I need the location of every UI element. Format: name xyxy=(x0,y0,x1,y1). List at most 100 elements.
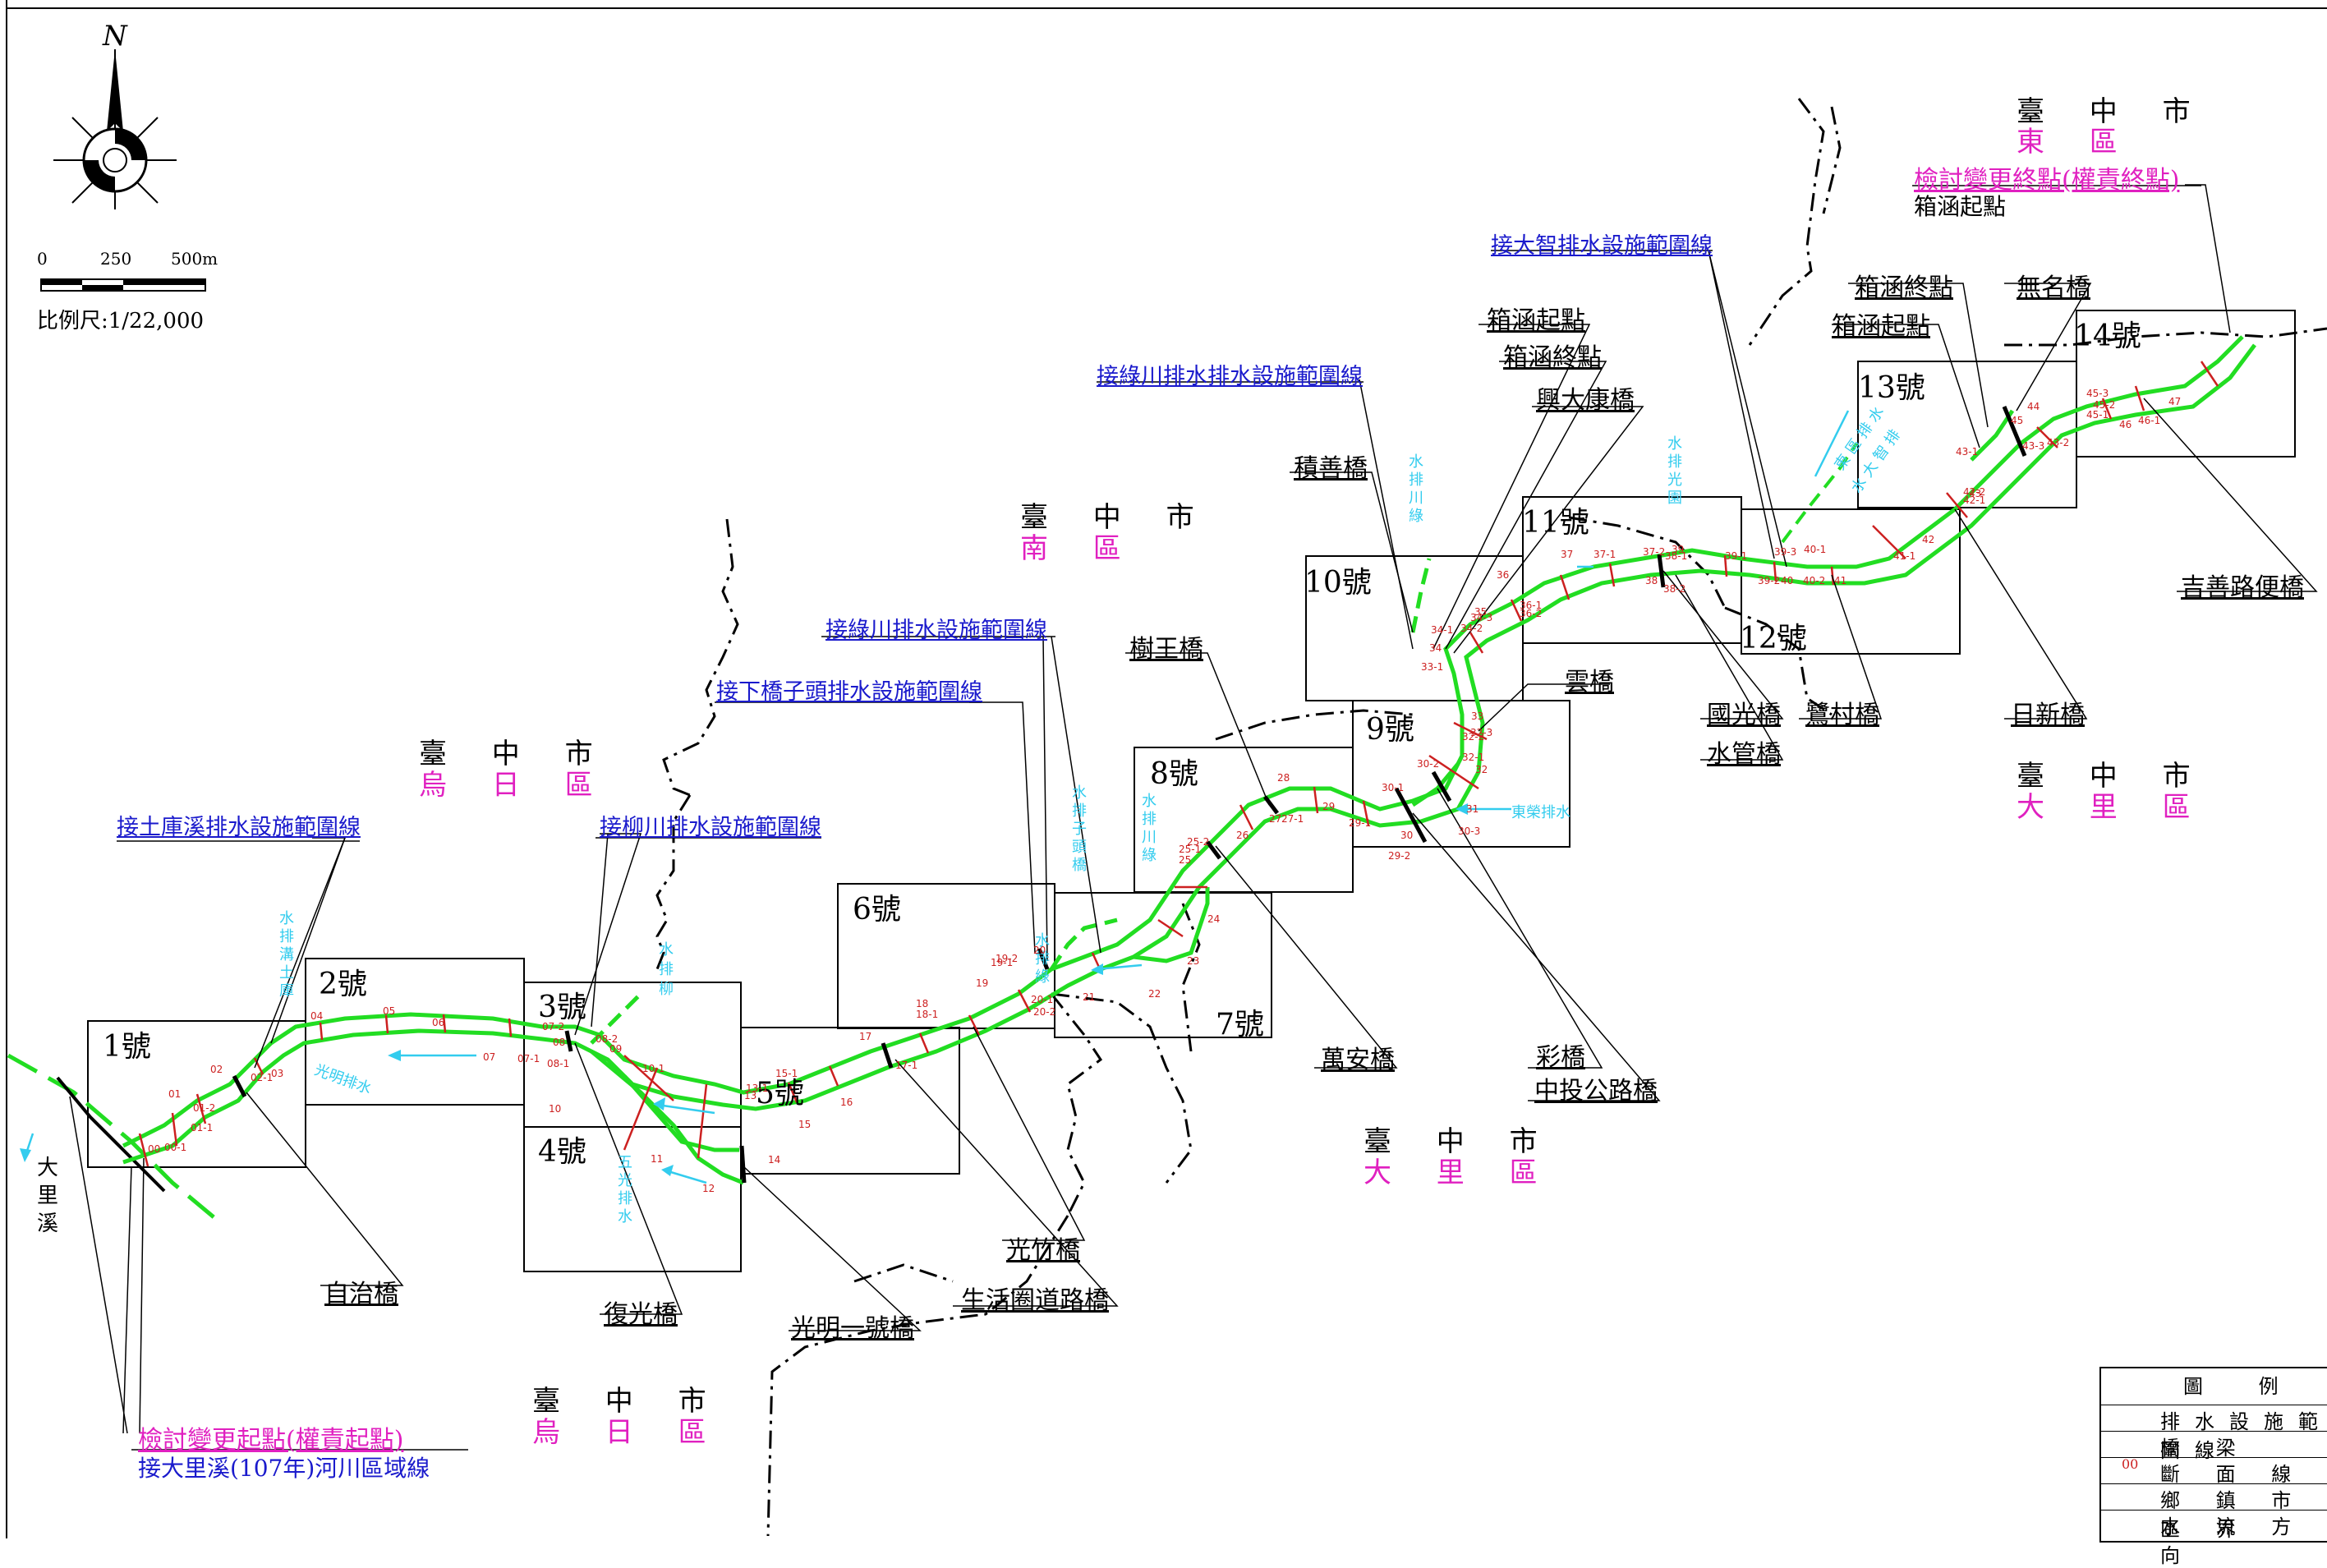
section-label: 42 xyxy=(1922,534,1935,545)
section-line xyxy=(171,1112,178,1147)
section-label: 42-2 xyxy=(1963,486,1986,498)
leader-jishanlu xyxy=(2143,398,2318,592)
section-label: 00-1 xyxy=(164,1142,187,1153)
flow-arrow xyxy=(665,1169,707,1184)
section-line xyxy=(2036,426,2058,448)
section-line xyxy=(1559,574,1570,600)
flow-label-xiaqiao: 水 排 子 頭 橋 xyxy=(1072,784,1087,874)
section-label: 39 xyxy=(1672,544,1685,555)
section-label: 29-1 xyxy=(1349,817,1372,829)
district-name-dali-2: 大 里 區 xyxy=(1364,1156,1556,1189)
leader-guoguang xyxy=(1662,570,1784,720)
leader-xiaqiao xyxy=(969,701,1036,954)
section-line xyxy=(1510,599,1523,622)
leader-zizhi xyxy=(246,1092,404,1286)
leader-box-start xyxy=(1433,324,1591,650)
leader-box-start-2 xyxy=(1832,324,1980,448)
boundary-east-top xyxy=(2004,327,2327,347)
bridge-label-rixin: 日新橋 xyxy=(2011,701,2085,729)
flow-label-tuku: 水 排 溝 土 庫 xyxy=(279,910,294,1000)
bridge-label-wanan: 萬安橋 xyxy=(1321,1046,1395,1074)
section-line xyxy=(442,1014,447,1033)
bridge-label-fuguang: 復光橋 xyxy=(604,1300,678,1329)
river-label-dali: 大里溪 xyxy=(37,1156,59,1236)
section-line xyxy=(1872,525,1906,559)
section-label: 08-1 xyxy=(547,1058,570,1069)
bridge-label-box-end: 箱涵終點 xyxy=(1503,343,1602,372)
flow-label-lvchuan-2: 水 排 川 綠 xyxy=(1409,453,1423,525)
section-label: 43-3 xyxy=(2022,440,2045,452)
legend-item-boundary: 鄉 鎮 市 區 界 xyxy=(2160,1489,2306,1541)
section-label: 38-2 xyxy=(1663,583,1686,595)
section-label: 41-1 xyxy=(1893,550,1916,562)
channel-loop-a xyxy=(590,1050,744,1185)
bridge-shenghuoquan xyxy=(881,1042,894,1069)
bridge-label-yun: 雲橋 xyxy=(1565,668,1614,697)
boundary-dali-inner xyxy=(1181,903,1201,1052)
section-label: 06 xyxy=(432,1017,445,1028)
bridge-cai xyxy=(1431,770,1452,802)
section-line xyxy=(1946,492,1968,518)
boundary-wuri-bottom xyxy=(766,1215,1069,1537)
channel-south-bank xyxy=(122,343,2256,1165)
legend-row-section: 00 斷 面 線 xyxy=(2101,1456,2327,1486)
compass-quad-1 xyxy=(115,129,146,160)
section-label: 39-2 xyxy=(1758,575,1781,586)
legend-row-flow: 水 流 方 向 xyxy=(2101,1510,2327,1567)
legend-item-section: 斷 面 線 xyxy=(2160,1463,2306,1486)
section-label: 07 xyxy=(483,1051,496,1063)
legend-item-bridge: 橋 梁 xyxy=(2160,1437,2251,1460)
district-name-nan: 南 區 xyxy=(1020,532,1139,565)
district-boundaries xyxy=(655,98,2327,1537)
leader-shuwang xyxy=(1125,652,1270,806)
section-label: 33 xyxy=(1471,710,1484,722)
section-label: 46 xyxy=(2119,419,2132,430)
section-label: 25-1 xyxy=(1179,844,1202,855)
section-line xyxy=(1157,918,1184,938)
bridge-label-zhongtou: 中投公路橋 xyxy=(1534,1077,1658,1106)
section-label: 34 xyxy=(1429,642,1442,654)
sheet-11: 11號 xyxy=(1522,506,1589,540)
section-label: 08-2 xyxy=(596,1033,619,1045)
bridge-guoguang xyxy=(1657,554,1666,588)
leader-box-end-2 xyxy=(1848,283,1989,428)
scale-seg xyxy=(82,285,123,291)
section-label: 32 xyxy=(1475,764,1488,775)
bridge-label-box-start-2: 箱涵起點 xyxy=(1832,312,1930,341)
legend-item-flow: 水 流 方 向 xyxy=(2160,1515,2306,1567)
legend-title: 圖 例 xyxy=(2183,1375,2303,1398)
leader-yun xyxy=(1478,683,1610,732)
section-label: 26 xyxy=(1236,830,1249,841)
section-line xyxy=(968,1014,981,1036)
leader-start-1 xyxy=(122,1166,132,1434)
flow-label-guangyuan: 水 排 光 園 xyxy=(1667,435,1682,507)
section-label: 00 xyxy=(148,1143,161,1155)
section-label: 46-1 xyxy=(2138,415,2161,426)
section-label: 32-3 xyxy=(1470,727,1493,738)
arrowhead xyxy=(1456,803,1468,815)
section-label: 25 xyxy=(1179,854,1192,866)
label-lvchuan-boundary: 接綠川排水設施範圍線 xyxy=(825,618,1047,643)
section-label: 41 xyxy=(1834,575,1847,586)
section-label: 43-2 xyxy=(2047,437,2070,448)
district-city-dong: 臺 中 市 xyxy=(2017,95,2209,128)
leader-wuming xyxy=(2004,283,2092,412)
section-label: 20-2 xyxy=(1033,1006,1056,1018)
section-label: 07-1 xyxy=(517,1053,540,1064)
section-label: 17 xyxy=(859,1031,872,1042)
section-label: 45 xyxy=(2011,415,2024,426)
leader-cai xyxy=(1437,788,1603,1069)
section-line xyxy=(1428,754,1479,790)
legend-row-bridge: 橋 梁 xyxy=(2101,1431,2327,1460)
section-label: 27 xyxy=(1269,813,1282,825)
sheet-5: 5號 xyxy=(756,1077,804,1110)
bridge-label-zizhi: 自治橋 xyxy=(324,1280,398,1308)
section-label: 24 xyxy=(1207,913,1221,925)
bridge-label-lucun: 鷺村橋 xyxy=(1805,701,1879,729)
end-point-label: 檢討變更終點(權責終點) xyxy=(1914,166,2180,195)
section-label: 01 xyxy=(168,1088,182,1100)
bridge-label-cai: 彩橋 xyxy=(1536,1043,1585,1072)
bridge-wuming xyxy=(2002,406,2027,457)
section-label: 29-2 xyxy=(1388,850,1411,862)
